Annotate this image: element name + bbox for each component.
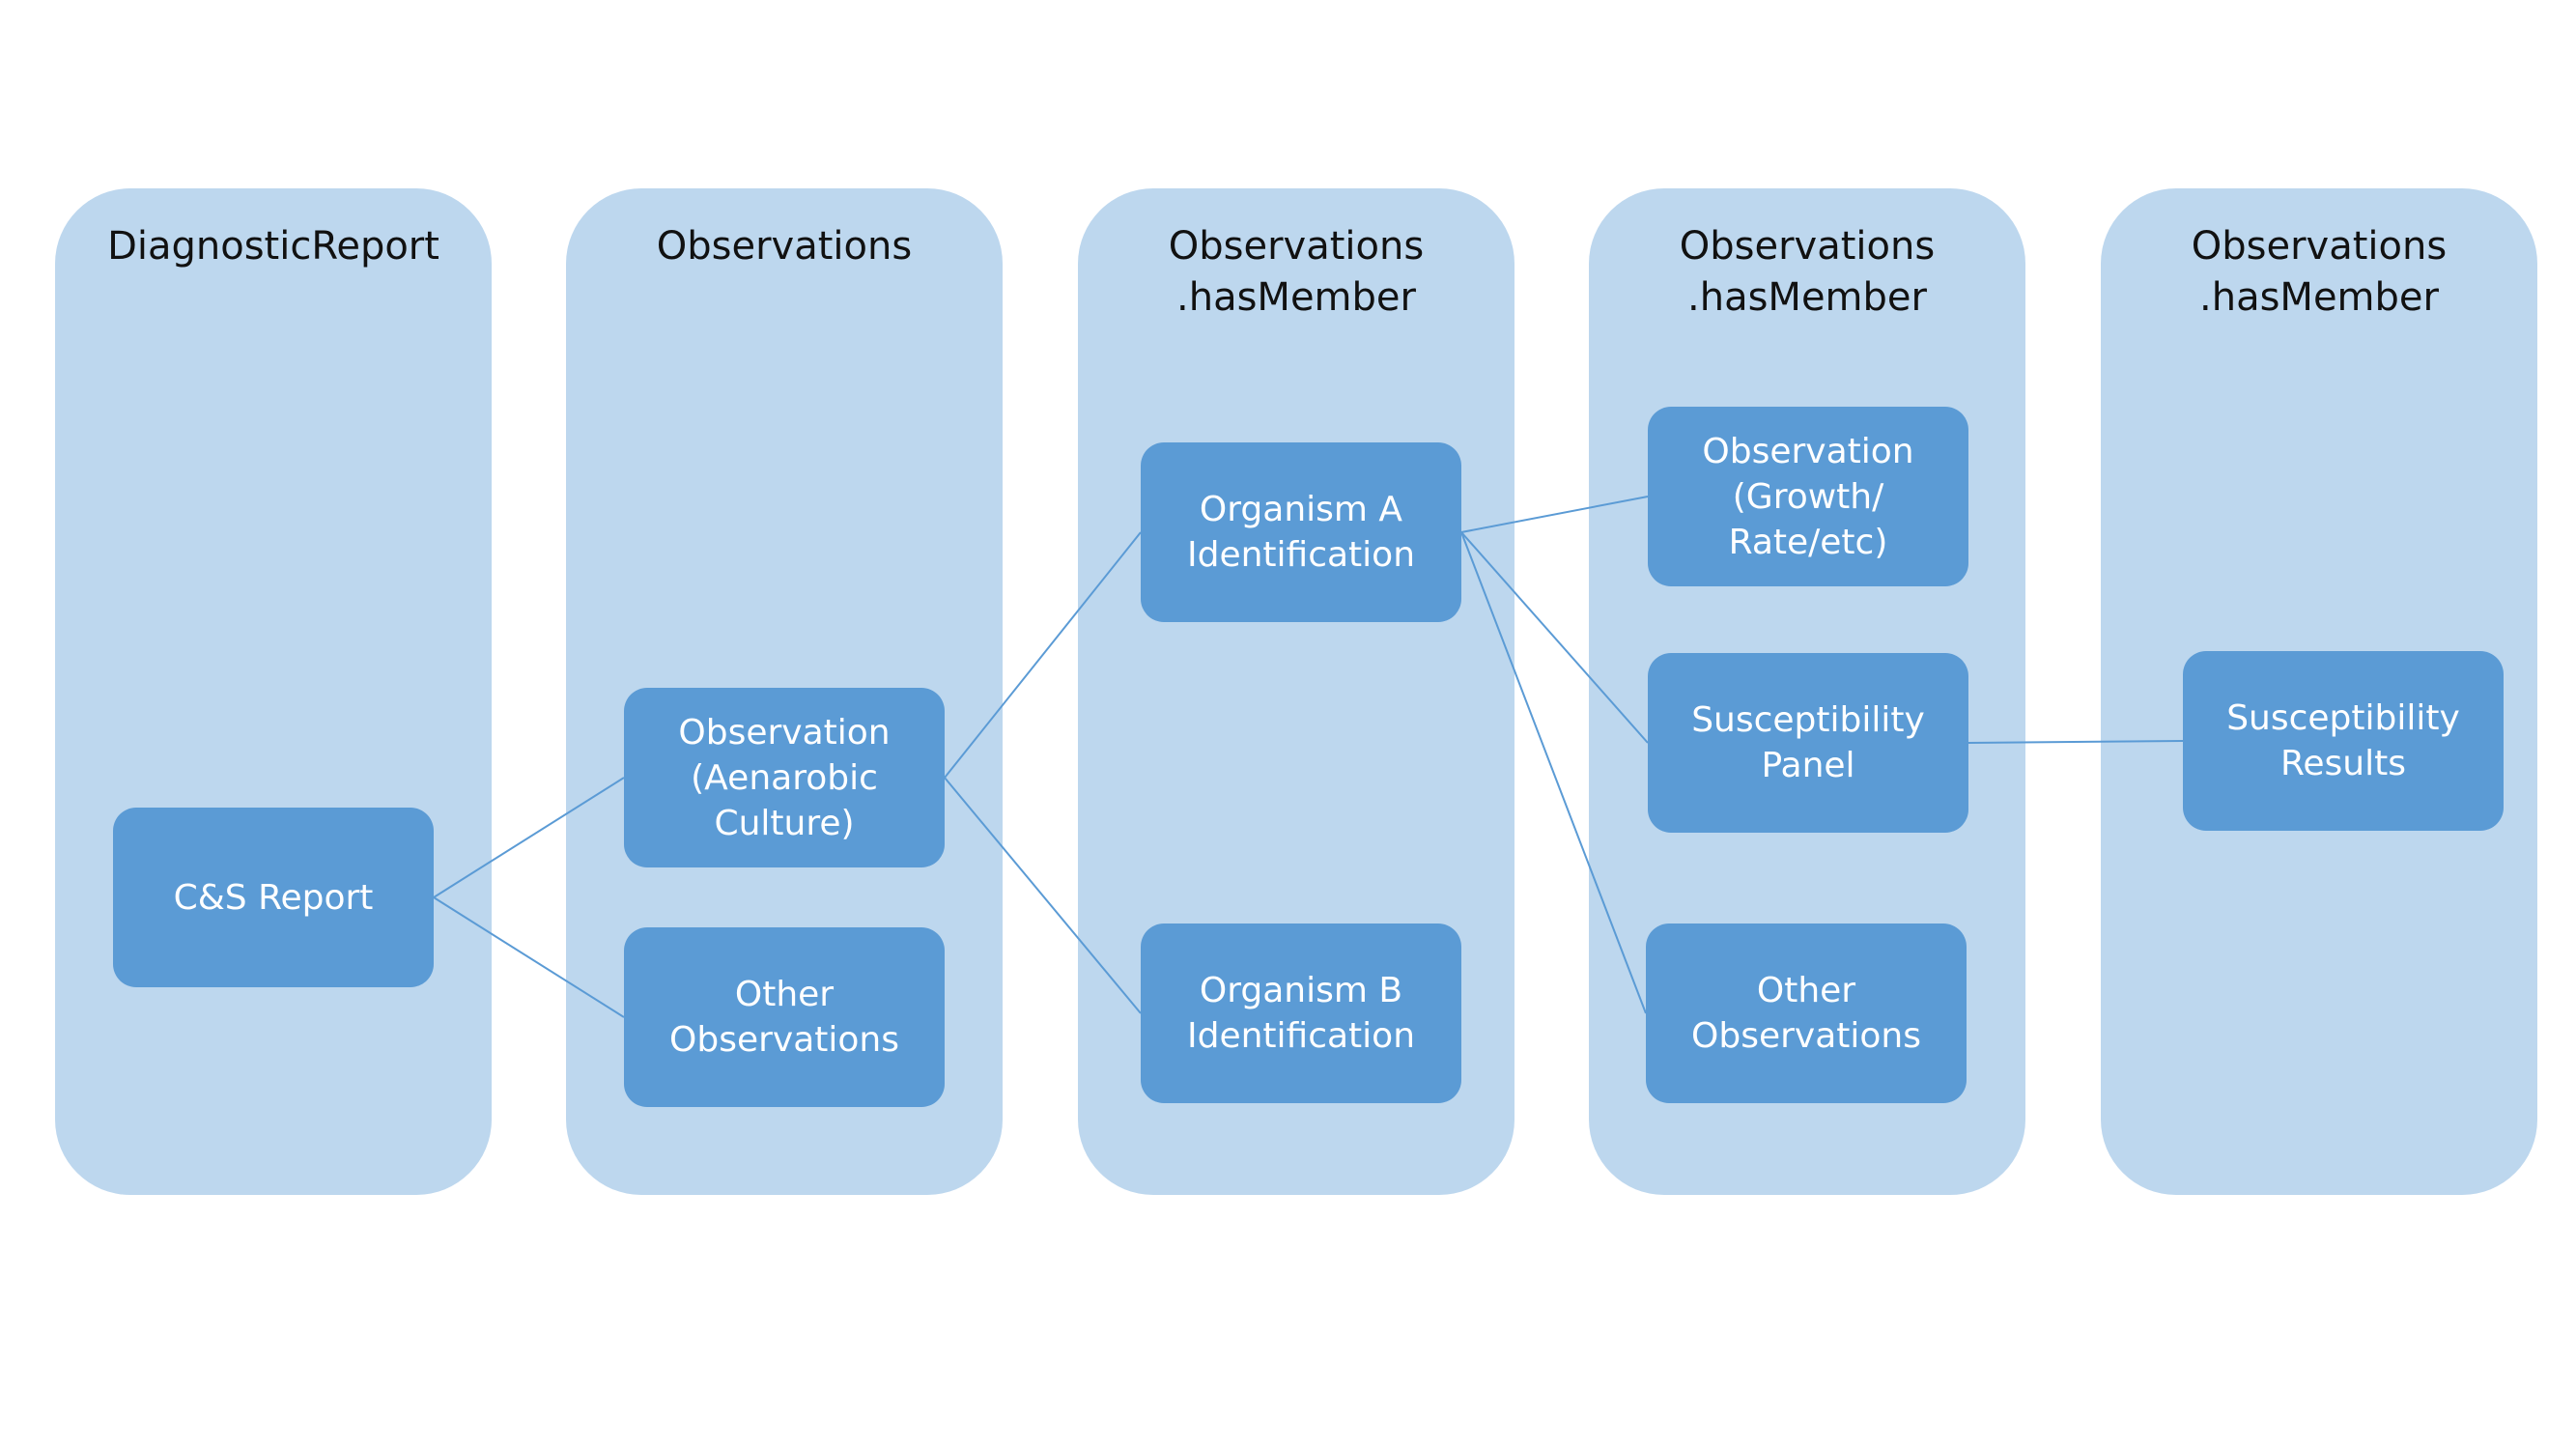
susceptibility-panel-box[interactable]: Susceptibility Panel xyxy=(1648,653,1968,833)
cs-report-box[interactable]: C&S Report xyxy=(113,808,434,987)
box-label: Susceptibility Results xyxy=(2226,698,2460,783)
column-diagnostic-report: DiagnosticReport xyxy=(55,188,492,1195)
box-label: Observation (Growth/ Rate/etc) xyxy=(1702,431,1914,562)
organism-b-identification-box[interactable]: Organism B Identification xyxy=(1141,923,1461,1103)
column-title: Observations .hasMember xyxy=(1679,224,1936,320)
column-title: Observations .hasMember xyxy=(1168,224,1425,320)
other-observations-box[interactable]: Other Observations xyxy=(624,927,945,1107)
susceptibility-results-box[interactable]: Susceptibility Results xyxy=(2183,651,2504,831)
box-label: Organism B Identification xyxy=(1186,971,1416,1056)
box-label: Organism A Identification xyxy=(1186,490,1416,575)
box-label: C&S Report xyxy=(173,877,374,918)
other-observations-box[interactable]: Other Observations xyxy=(1646,923,1967,1103)
observation-growth-rate-box[interactable]: Observation (Growth/ Rate/etc) xyxy=(1648,407,1968,586)
box-label: Other Observations xyxy=(1691,971,1921,1056)
observation-aenarobic-culture-box[interactable]: Observation (Aenarobic Culture) xyxy=(624,688,945,867)
organism-a-identification-box[interactable]: Organism A Identification xyxy=(1141,442,1461,622)
column-title: Observations xyxy=(656,224,913,269)
box-label: Other Observations xyxy=(669,975,899,1060)
box-label: Susceptibility Panel xyxy=(1691,700,1925,785)
column-title: Observations .hasMember xyxy=(2191,224,2448,320)
column-title: DiagnosticReport xyxy=(107,224,439,269)
box-label: Observation (Aenarobic Culture) xyxy=(678,712,891,843)
